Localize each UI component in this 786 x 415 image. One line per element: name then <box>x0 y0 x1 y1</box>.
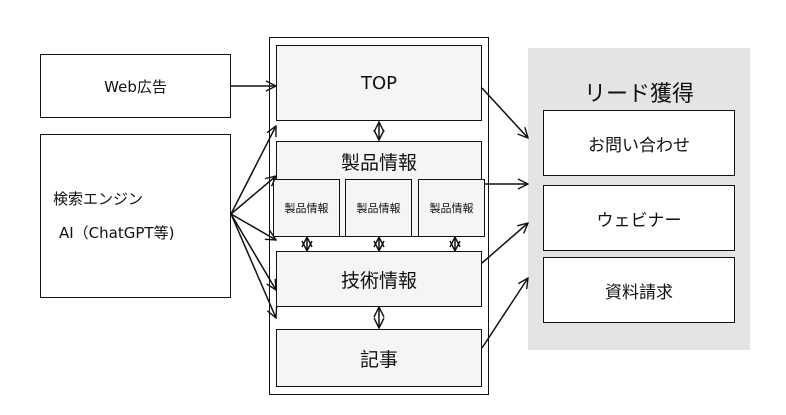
top-page-box: TOP <box>276 45 482 121</box>
search-ai-box: 検索エンジン AI（ChatGPT等) <box>40 134 231 298</box>
lead-title: リード獲得 <box>583 82 694 107</box>
articles-box: 記事 <box>276 329 482 387</box>
product-sub-label-3: 製品情報 <box>429 202 474 215</box>
lead-item-inquiry: お問い合わせ <box>543 110 735 176</box>
product-sub-box-3: 製品情報 <box>418 179 485 237</box>
ai-label: AI（ChatGPT等) <box>59 224 175 242</box>
product-sub-label-1: 製品情報 <box>284 202 329 215</box>
product-sub-box-1: 製品情報 <box>273 179 340 237</box>
products-label: 製品情報 <box>340 152 417 174</box>
lead-item-documents-label: 資料請求 <box>605 282 673 303</box>
product-sub-box-2: 製品情報 <box>345 179 412 237</box>
lead-item-webinar: ウェビナー <box>543 185 735 251</box>
lead-item-documents: 資料請求 <box>543 257 735 323</box>
lead-item-webinar-label: ウェビナー <box>596 210 682 231</box>
tech-info-box: 技術情報 <box>276 251 482 307</box>
articles-label: 記事 <box>359 348 398 371</box>
web-ad-label: Web広告 <box>104 77 167 96</box>
top-page-label: TOP <box>360 72 398 94</box>
tech-info-label: 技術情報 <box>340 269 417 292</box>
product-sub-label-2: 製品情報 <box>356 202 401 215</box>
web-ad-box: Web広告 <box>40 54 231 118</box>
lead-item-inquiry-label: お問い合わせ <box>588 135 690 156</box>
search-engine-label: 検索エンジン <box>53 190 144 208</box>
